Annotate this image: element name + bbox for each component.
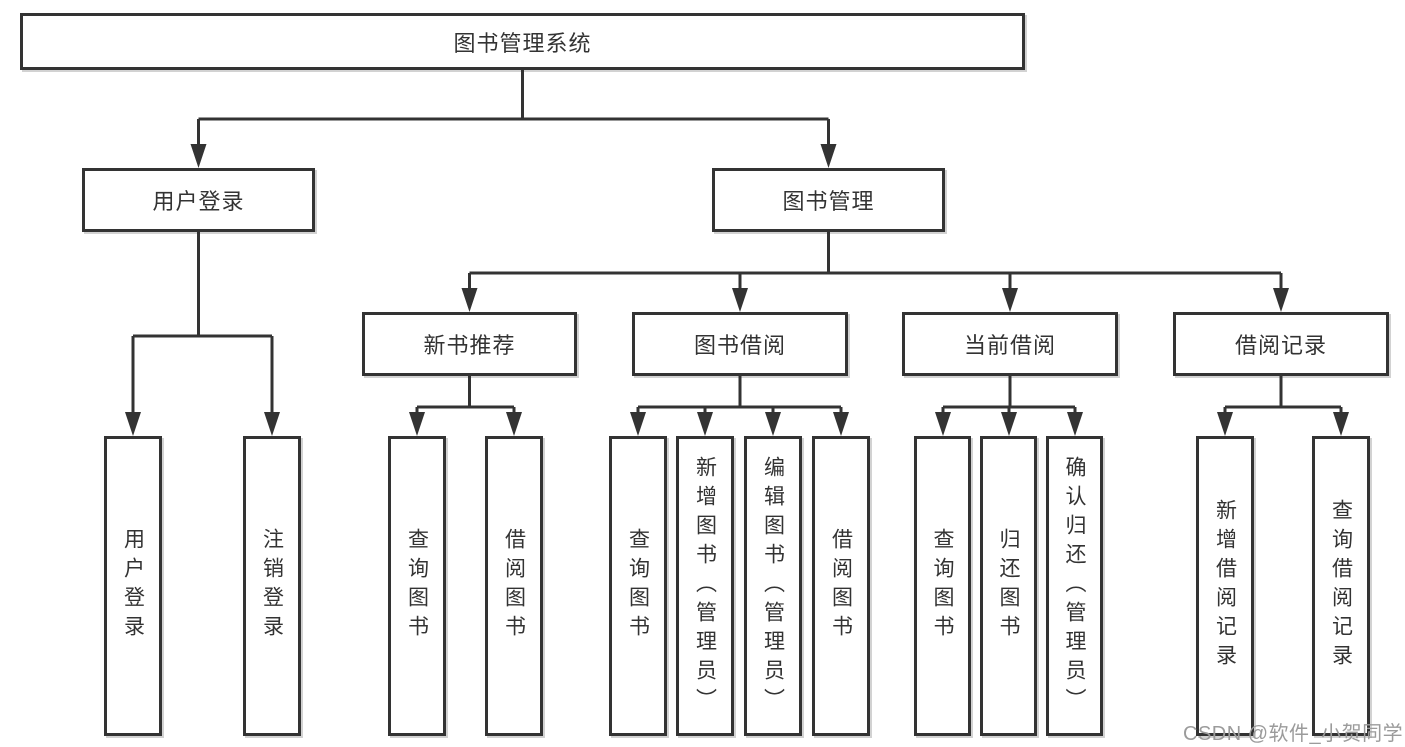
node-label: 注销登录	[260, 528, 284, 644]
node-label: 确认归还（管理员）	[1063, 455, 1086, 717]
arrow-down-icon	[935, 412, 951, 436]
arrow-down-icon	[264, 412, 280, 436]
node-label: 归还图书	[997, 528, 1020, 644]
leaf-query-books-newrec: 查询图书	[388, 436, 446, 736]
arrow-down-icon	[732, 288, 748, 312]
node-book-borrowing: 图书借阅	[632, 312, 848, 376]
leaf-confirm-return-admin: 确认归还（管理员）	[1046, 436, 1103, 736]
leaf-add-borrow-record: 新增借阅记录	[1196, 436, 1254, 736]
connector-line	[468, 232, 1283, 294]
arrow-down-icon	[833, 412, 849, 436]
arrow-down-icon	[125, 412, 141, 436]
node-label: 编辑图书（管理员）	[761, 455, 785, 717]
leaf-edit-books-admin: 编辑图书（管理员）	[744, 436, 802, 736]
watermark-csdn: CSDN @软件_小贺同学	[1183, 723, 1404, 745]
connector-line	[1223, 376, 1343, 418]
node-label: 用户登录	[121, 528, 145, 644]
node-user-login-group: 用户登录	[82, 168, 315, 232]
arrow-down-icon	[506, 412, 522, 436]
arrow-down-icon	[1217, 412, 1233, 436]
node-label: 当前借阅	[963, 333, 1056, 358]
node-label: 新增借阅记录	[1213, 499, 1237, 673]
node-label: 查询图书	[405, 528, 429, 644]
arrow-down-icon	[1001, 412, 1017, 436]
connector-line	[941, 376, 1077, 418]
leaf-user-login: 用户登录	[104, 436, 162, 736]
connector-line	[415, 376, 516, 418]
arrow-down-icon	[190, 144, 207, 168]
leaf-borrow-books-borrow: 借阅图书	[812, 436, 870, 736]
node-new-book-recommend: 新书推荐	[362, 312, 577, 376]
connector-line	[131, 232, 274, 418]
node-label: 借阅记录	[1234, 333, 1327, 358]
node-label: 查询图书	[626, 528, 650, 644]
leaf-borrow-books-newrec: 借阅图书	[485, 436, 543, 736]
node-current-borrowing: 当前借阅	[902, 312, 1118, 376]
node-label: 图书管理	[782, 189, 875, 214]
arrow-down-icon	[1273, 288, 1289, 312]
leaf-return-books: 归还图书	[980, 436, 1037, 736]
arrow-down-icon	[409, 412, 425, 436]
node-label: 借阅图书	[829, 528, 853, 644]
node-label: 用户登录	[152, 189, 245, 214]
connector-line	[636, 376, 843, 418]
node-borrowing-records: 借阅记录	[1173, 312, 1389, 376]
node-library-management-system: 图书管理系统	[20, 13, 1025, 70]
arrow-down-icon	[461, 288, 478, 312]
node-label: 借阅图书	[502, 528, 526, 644]
node-label: 查询图书	[931, 528, 954, 644]
node-label: 图书借阅	[693, 333, 786, 358]
arrow-down-icon	[1333, 412, 1349, 436]
arrow-down-icon	[820, 144, 837, 168]
node-label: 新增图书（管理员）	[693, 455, 717, 717]
node-label: 新书推荐	[423, 333, 516, 358]
connector-line	[197, 70, 830, 150]
arrow-down-icon	[1002, 288, 1018, 312]
leaf-query-books-current: 查询图书	[914, 436, 971, 736]
leaf-logout: 注销登录	[243, 436, 301, 736]
leaf-query-books-borrow: 查询图书	[609, 436, 667, 736]
leaf-add-books-admin: 新增图书（管理员）	[676, 436, 734, 736]
node-label: 查询借阅记录	[1329, 499, 1353, 673]
arrow-down-icon	[630, 412, 646, 436]
node-label: 图书管理系统	[453, 30, 592, 56]
arrow-down-icon	[1067, 412, 1083, 436]
leaf-query-borrow-record: 查询借阅记录	[1312, 436, 1370, 736]
arrow-down-icon	[697, 412, 713, 436]
node-book-management-group: 图书管理	[712, 168, 945, 232]
arrow-down-icon	[765, 412, 781, 436]
